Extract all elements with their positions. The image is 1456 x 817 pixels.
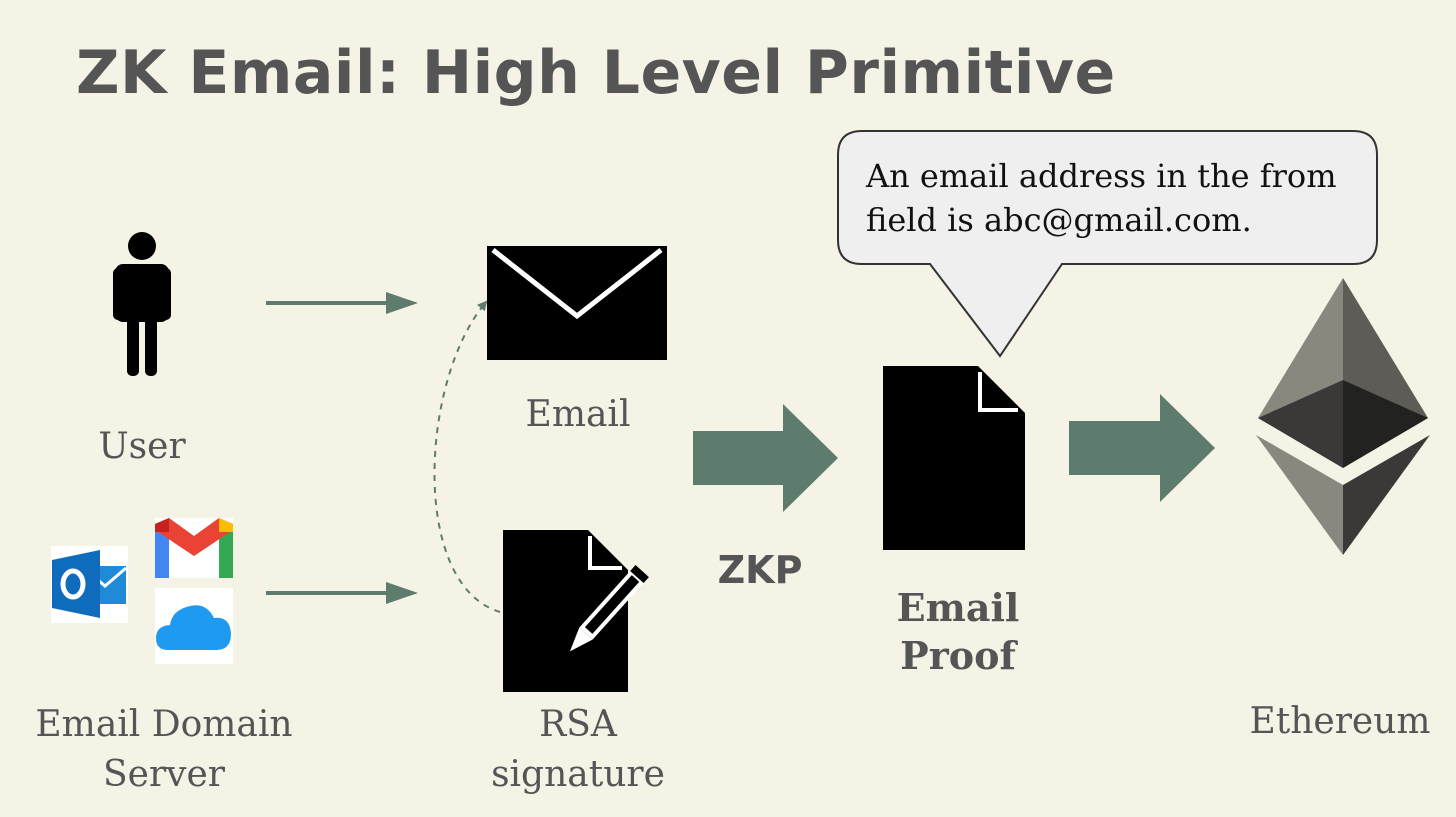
signed-document-icon bbox=[503, 530, 649, 692]
callout-text: An email address in the from field is ab… bbox=[866, 157, 1337, 239]
arrow-user-to-email bbox=[266, 292, 418, 314]
ethereum-icon bbox=[1256, 278, 1430, 555]
user-label: User bbox=[98, 426, 186, 467]
person-icon bbox=[113, 232, 171, 376]
slide-title: ZK Email: High Level Primitive bbox=[76, 38, 1116, 108]
big-arrow-to-ethereum bbox=[1069, 394, 1215, 502]
outlook-icon bbox=[51, 546, 128, 623]
rsa-signature-label: RSA signature bbox=[491, 704, 665, 795]
email-domain-server-label: Email Domain Server bbox=[35, 704, 293, 795]
email-proof-label: Email Proof bbox=[896, 585, 1020, 678]
callout-bubble bbox=[837, 130, 1378, 358]
big-arrow-zkp bbox=[693, 404, 838, 512]
document-icon bbox=[883, 366, 1025, 550]
gmail-icon bbox=[155, 518, 233, 578]
ethereum-label: Ethereum bbox=[1249, 701, 1431, 742]
envelope-icon bbox=[487, 246, 667, 360]
dashed-connector-rsa-to-email bbox=[433, 300, 501, 613]
zkp-label: ZKP bbox=[717, 548, 803, 592]
email-label: Email bbox=[525, 394, 631, 435]
arrow-server-to-rsa bbox=[266, 582, 418, 604]
icloud-icon bbox=[155, 588, 233, 664]
